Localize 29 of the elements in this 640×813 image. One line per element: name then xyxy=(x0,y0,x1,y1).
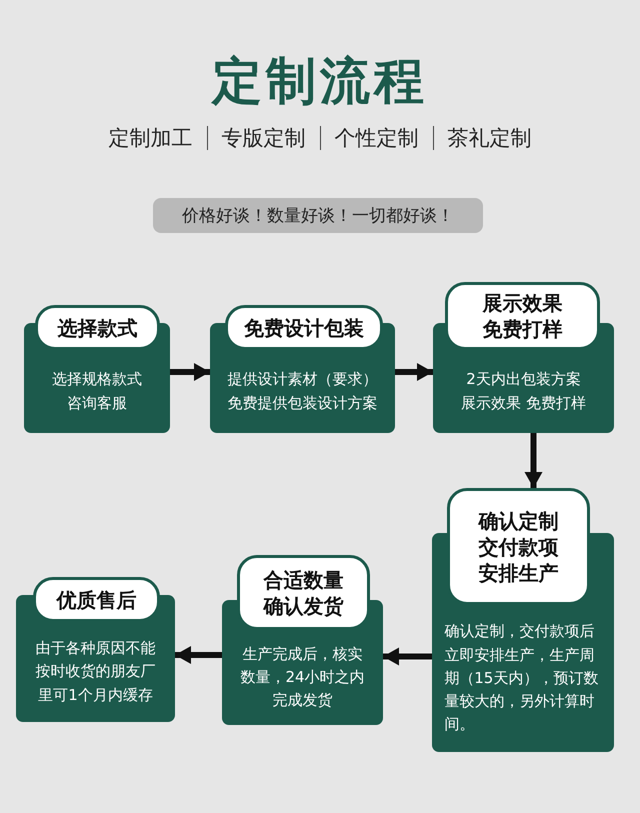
arrow xyxy=(524,433,542,488)
title: 定制流程 xyxy=(210,51,429,112)
step-description: 生产完成后，核实数量，24小时之内完成发货 xyxy=(239,644,366,712)
arrow xyxy=(170,363,210,381)
step-description: 确认定制，交付款项后立即安排生产，生产周期（15天内），预订数量较大的，另外计算时间。 xyxy=(444,621,600,736)
category-label: 定制加工 xyxy=(108,125,194,152)
step-description: 提供设计素材（要求）免费提供包装设计方案 xyxy=(226,369,378,414)
step-heading: 确认定制交付款项安排生产 xyxy=(447,488,590,605)
step-heading: 选择款式 xyxy=(35,305,160,350)
step-heading: 优质售后 xyxy=(33,577,160,622)
arrow xyxy=(395,363,433,381)
process-step xyxy=(24,305,170,433)
step-heading: 合适数量确认发货 xyxy=(237,555,370,630)
category-label: 专版定制 xyxy=(220,125,306,152)
process-step xyxy=(433,282,614,433)
category-label: 个性定制 xyxy=(334,125,420,152)
step-heading: 免费设计包装 xyxy=(225,305,383,350)
step-heading: 展示效果免费打样 xyxy=(445,282,600,350)
category-label: 茶礼定制 xyxy=(446,125,532,152)
arrow xyxy=(383,648,432,666)
process-step xyxy=(222,555,383,725)
step-description: 选择规格款式咨询客服 xyxy=(51,369,143,414)
step-description: 由于各种原因不能按时收货的朋友厂里可1个月内缓存 xyxy=(34,638,156,706)
process-step xyxy=(210,305,395,433)
process-step xyxy=(432,488,614,752)
arrow xyxy=(175,646,222,664)
process-step xyxy=(16,577,175,722)
slogan-banner: 价格好谈！数量好谈！一切都好谈！ xyxy=(153,198,483,233)
step-description: 2天内出包装方案展示效果 免费打样 xyxy=(460,369,587,414)
